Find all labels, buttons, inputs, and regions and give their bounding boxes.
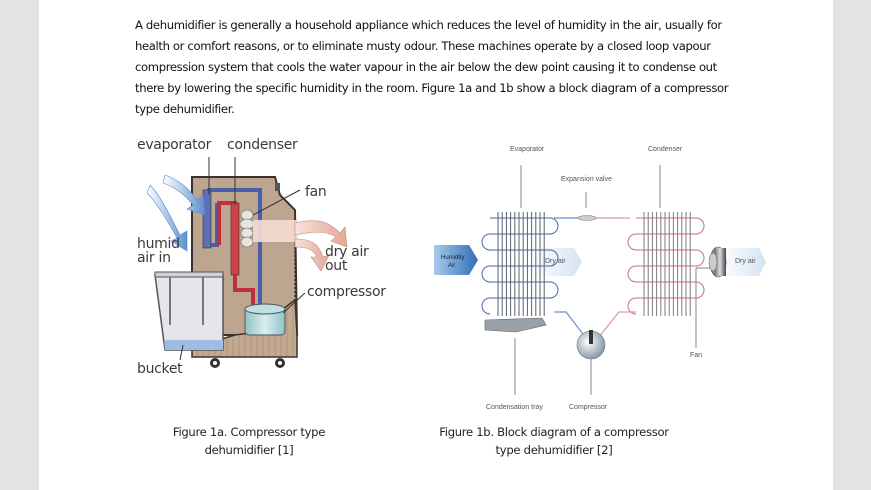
block-diagram-drawing: [434, 165, 766, 395]
evaporator-coil: [202, 189, 212, 249]
label-dry-air: dry air: [325, 244, 369, 260]
coil-tube: [636, 217, 705, 235]
label-b-condensation-tray: Condensation tray: [486, 404, 543, 411]
label-b-dry-air-mid: Dry air: [545, 258, 566, 265]
bucket: [154, 274, 224, 351]
label-b-evaporator: Evaporator: [510, 146, 545, 153]
coil-tube: [481, 297, 550, 315]
coil-tube: [627, 233, 696, 251]
dry-air-out-arrow: [719, 248, 766, 276]
figure-1a-caption: Figure 1a. Compressor type dehumidifier …: [149, 423, 349, 459]
figure-1b-caption-line2: type dehumidifier [2]: [495, 443, 613, 457]
condensation-tray: [484, 317, 547, 333]
label-condenser: condenser: [227, 137, 298, 153]
coil-tube: [627, 297, 696, 315]
dehumidifier-cutaway-drawing: [146, 157, 348, 368]
label-air-in: air in: [137, 250, 171, 266]
condenser-coil: [230, 202, 240, 276]
humidity-air-arrow: [434, 245, 478, 275]
humid-air-arrow-2: [146, 184, 188, 252]
figure-1a-caption-line2: dehumidifier [1]: [204, 443, 294, 457]
evaporator-coil: [481, 212, 559, 316]
coil-tube: [627, 265, 696, 283]
compressor-body: [244, 303, 286, 336]
condenser-coil: [627, 212, 705, 316]
label-out: out: [325, 258, 348, 274]
label-b-dry-air-out: Dry air: [735, 258, 756, 265]
cold-pipe: [207, 188, 262, 305]
label-bucket: bucket: [137, 361, 183, 377]
label-b-air: Air: [448, 263, 456, 269]
label-fan: fan: [305, 184, 327, 200]
label-b-humidity: Humidity: [441, 255, 465, 261]
coil-tube: [481, 233, 550, 251]
coil-tube: [490, 249, 559, 267]
label-humid: humid: [137, 236, 180, 252]
coil-tube: [636, 249, 705, 267]
label-evaporator: evaporator: [137, 137, 212, 153]
label-b-condenser: Condenser: [648, 146, 683, 153]
label-compressor: compressor: [307, 284, 386, 300]
dry-air-arrow-2: [294, 238, 330, 272]
label-b-expansion-valve: Expansion valve: [561, 176, 612, 183]
figure-1b-caption-line1: Figure 1b. Block diagram of a compressor: [439, 425, 669, 439]
fan-unit: [708, 246, 727, 278]
coil-tube: [636, 281, 705, 299]
document-page: A dehumidifier is generally a household …: [39, 0, 833, 490]
figure-1b-diagram: Evaporator Condenser Expansion valve Hum…: [414, 140, 774, 420]
expansion-valve: [577, 215, 597, 221]
figure-1a-caption-line1: Figure 1a. Compressor type: [172, 425, 326, 439]
humid-air-arrow-1: [162, 174, 206, 216]
dry-air-mid-arrow: [529, 248, 582, 276]
coil-tube: [490, 281, 559, 299]
body-paragraph: A dehumidifier is generally a household …: [135, 18, 729, 116]
label-b-compressor: Compressor: [569, 404, 608, 411]
coil-tube: [481, 265, 550, 283]
figure-1b-caption: Figure 1b. Block diagram of a compressor…: [419, 423, 689, 459]
label-b-fan: Fan: [690, 352, 703, 359]
coil-tube: [490, 217, 559, 235]
figure-1a-illustration: evaporator condenser fan humid air in dr…: [135, 135, 386, 385]
dry-air-arrow-1: [294, 220, 348, 248]
